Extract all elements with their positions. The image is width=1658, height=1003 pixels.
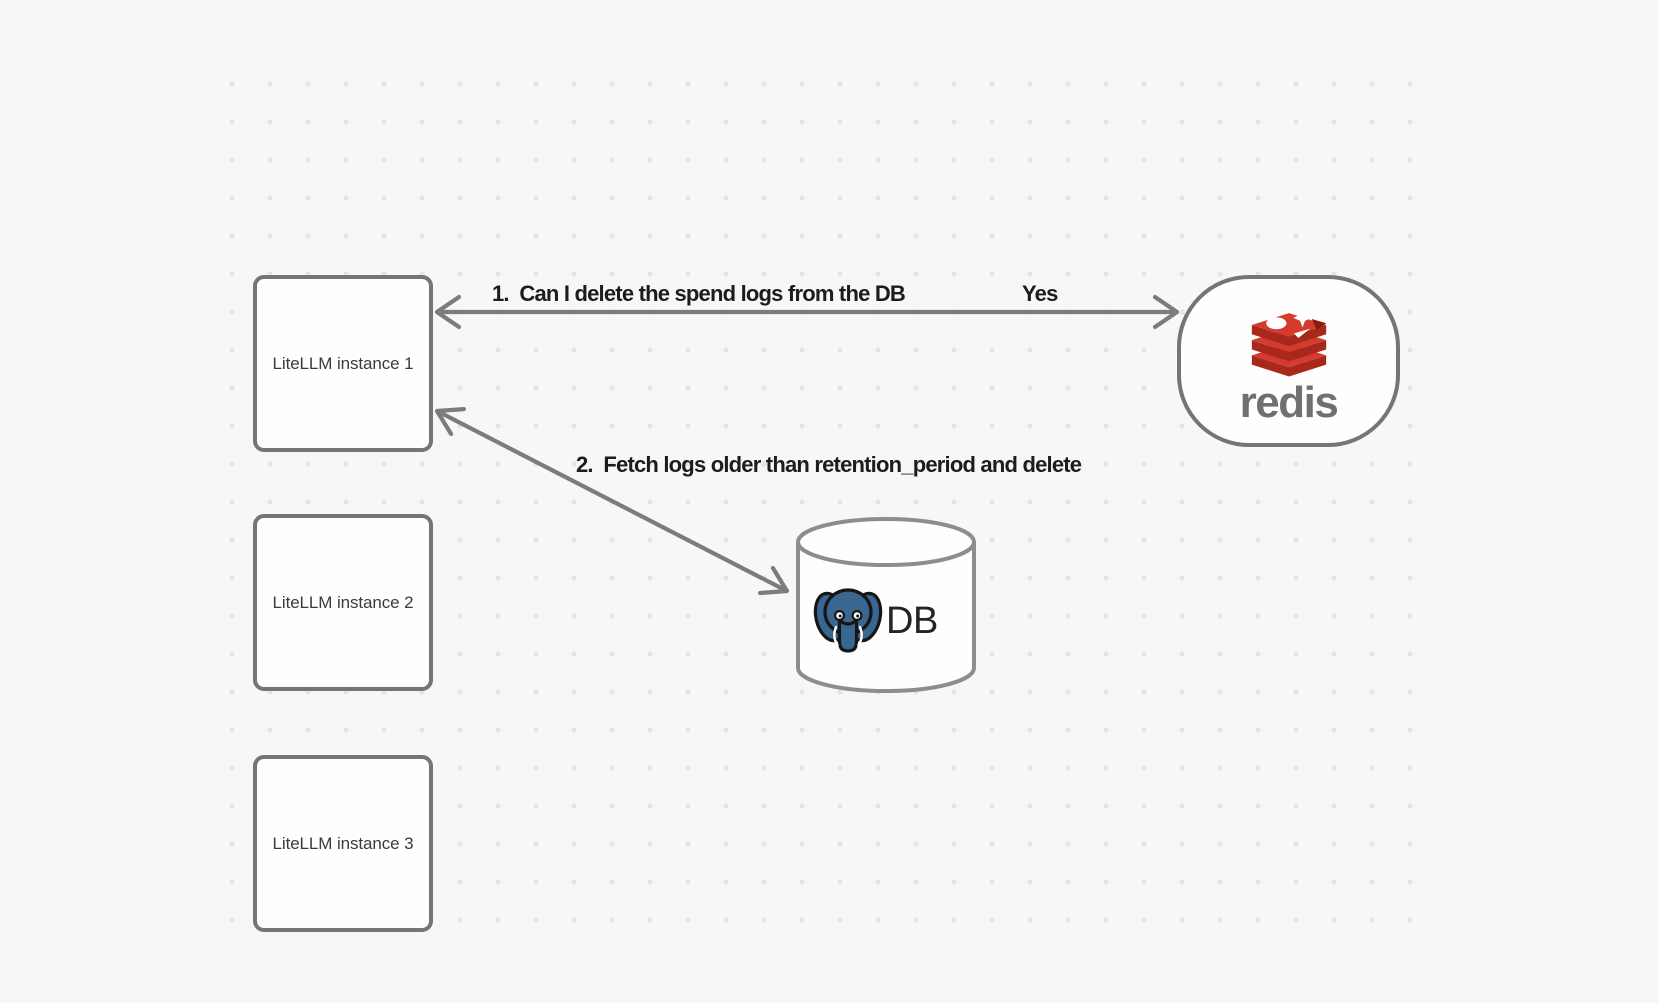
node-litellm-instance-2-label: LiteLLM instance 2 bbox=[272, 592, 414, 612]
node-litellm-instance-1-label: LiteLLM instance 1 bbox=[272, 353, 414, 373]
node-litellm-instance-3: LiteLLM instance 3 bbox=[253, 755, 433, 932]
redis-wordmark: redis bbox=[1239, 378, 1339, 427]
edge2-label: 2. Fetch logs older than retention_perio… bbox=[576, 452, 1082, 477]
node-litellm-instance-2: LiteLLM instance 2 bbox=[253, 514, 433, 691]
db-label: DB bbox=[886, 600, 938, 642]
db-cylinder-shape bbox=[796, 517, 976, 693]
postgresql-elephant-icon bbox=[813, 588, 883, 653]
node-litellm-instance-3-label: LiteLLM instance 3 bbox=[272, 833, 414, 853]
edge1-label: 1. Can I delete the spend logs from the … bbox=[492, 281, 906, 306]
redis-logo-icon bbox=[1251, 308, 1326, 377]
node-litellm-instance-1: LiteLLM instance 1 bbox=[253, 275, 433, 452]
node-redis: redis bbox=[1177, 275, 1400, 447]
edge1-reply-label: Yes bbox=[1022, 281, 1058, 306]
